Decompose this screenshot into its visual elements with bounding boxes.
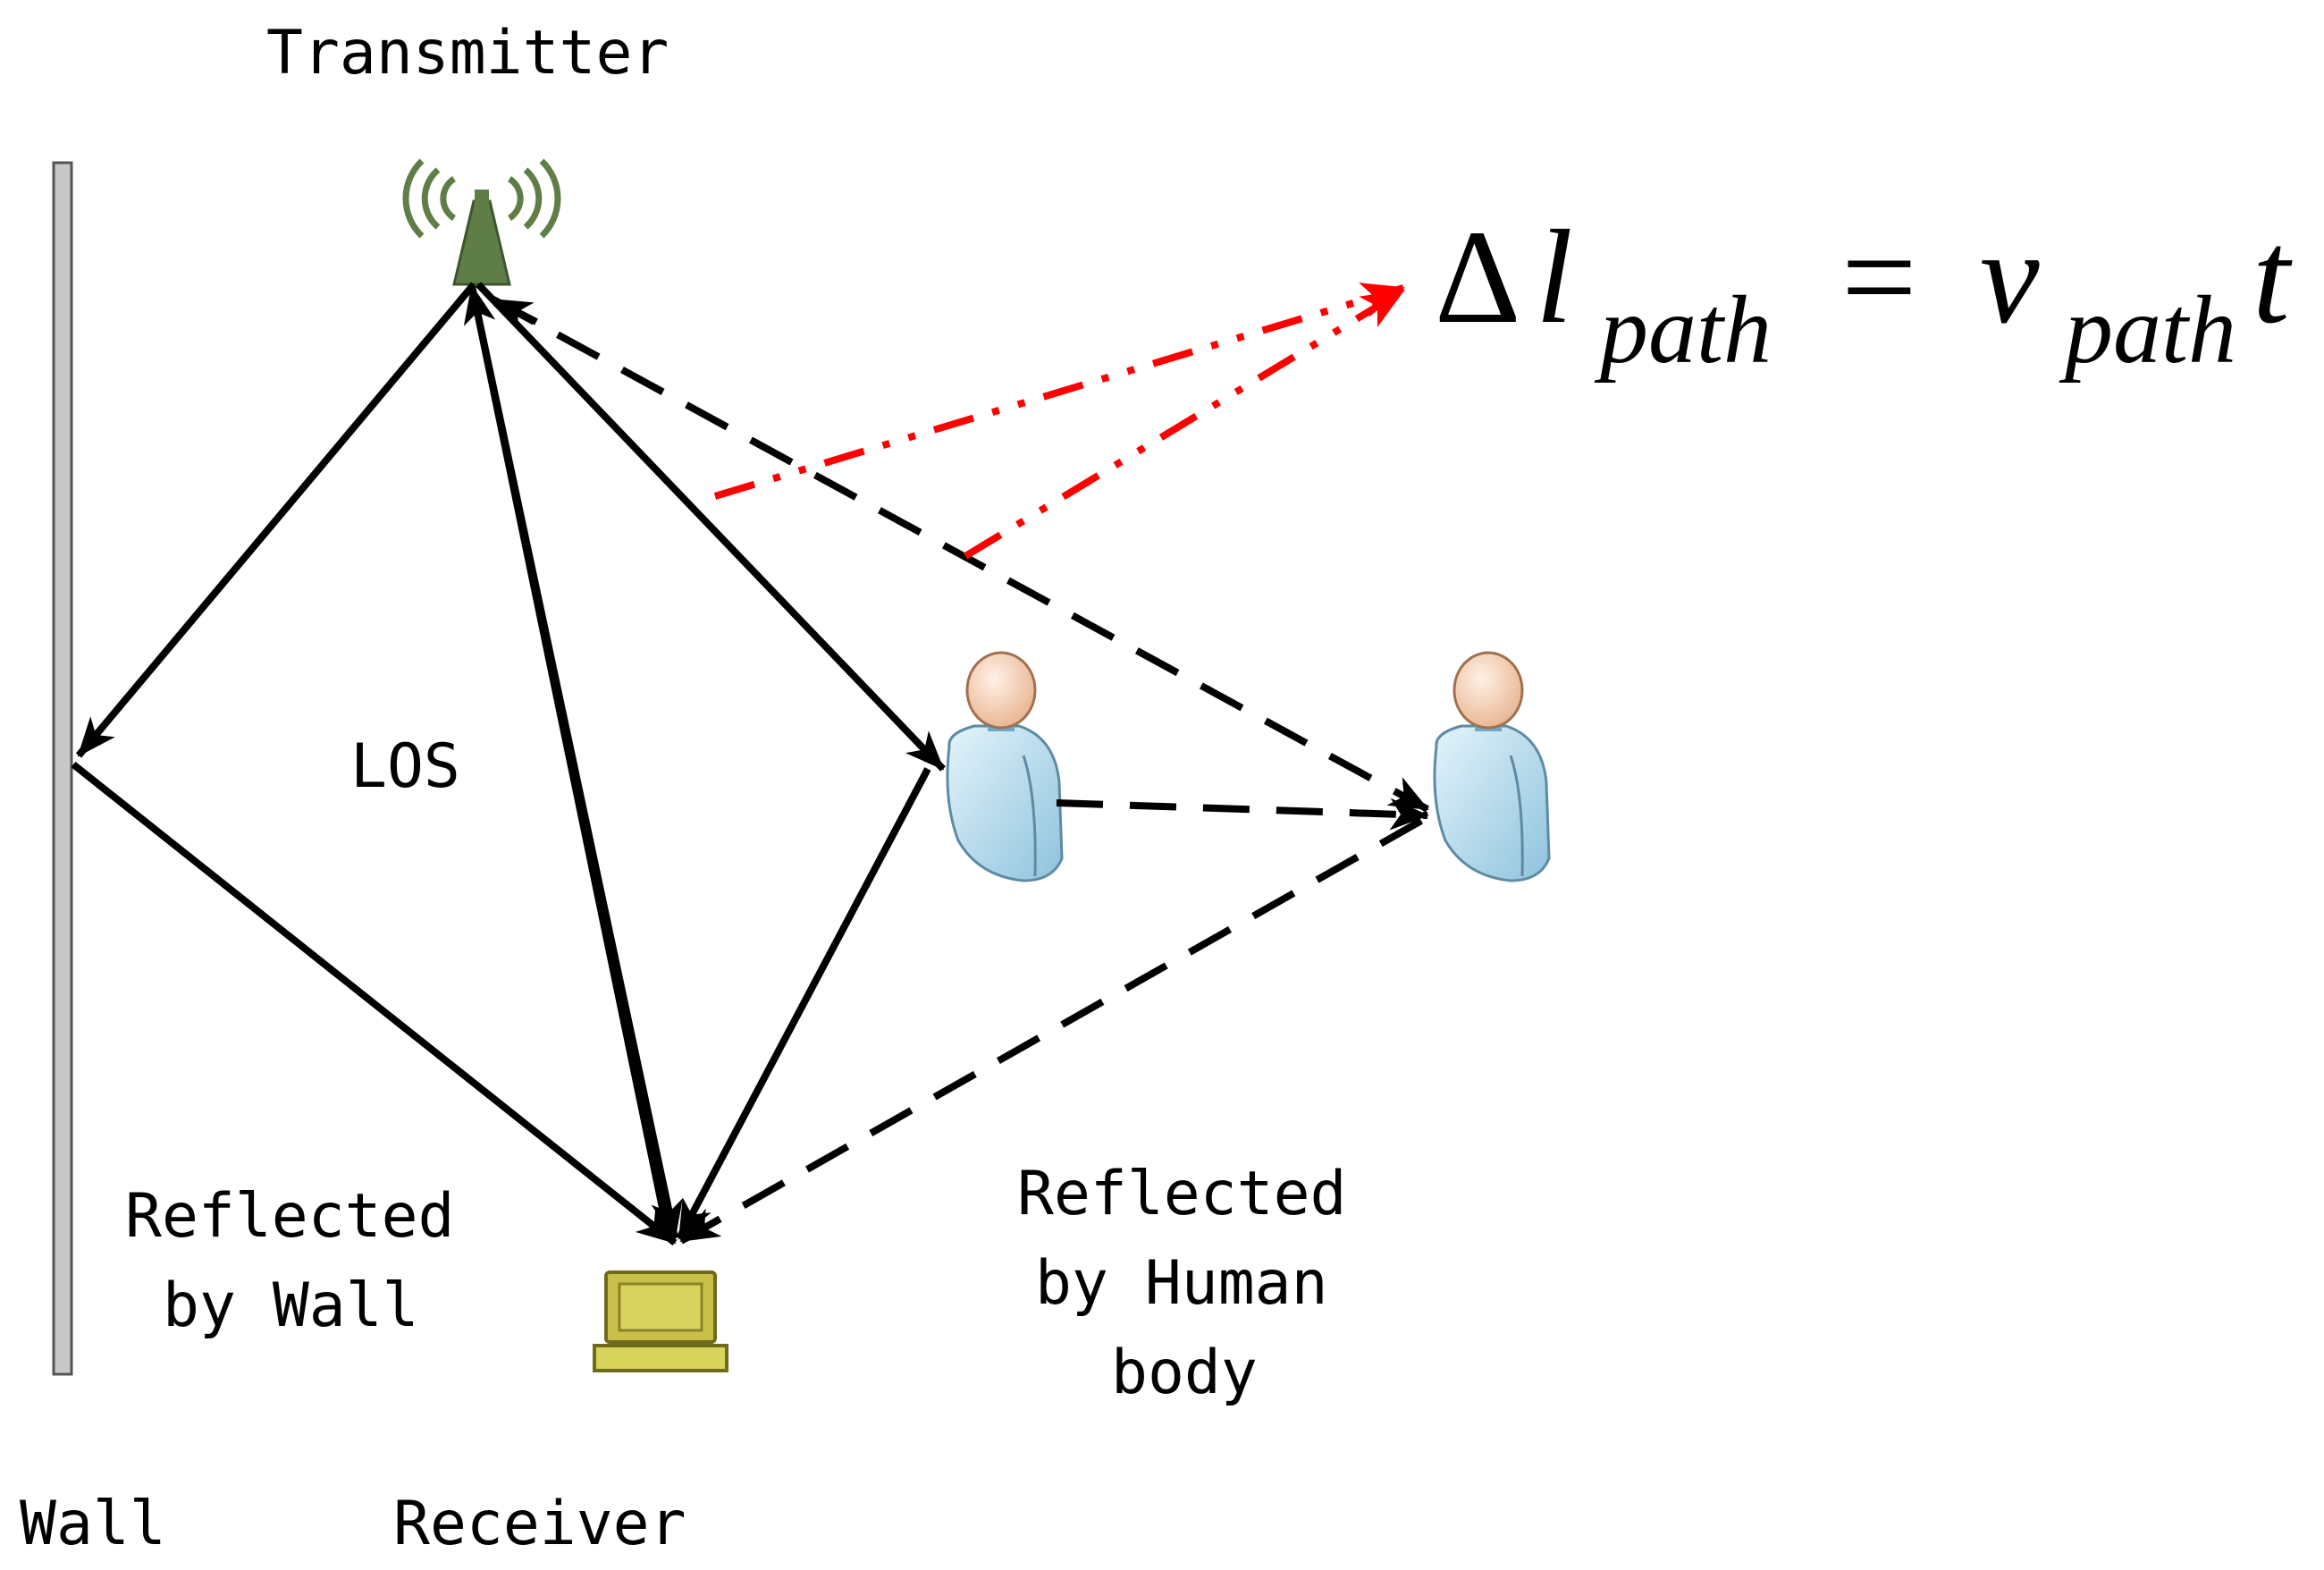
formula-delta: Δ bbox=[1435, 203, 1520, 351]
path-length-formula: Δ l path = v path t bbox=[1435, 203, 2293, 384]
reflected-human-label-line1: Reflected bbox=[1017, 1159, 1346, 1229]
path-los-reverse bbox=[470, 294, 683, 1240]
formula-l-subscript: path bbox=[1594, 277, 1772, 384]
person-icon bbox=[946, 651, 1064, 882]
los-label: LOS bbox=[350, 731, 460, 802]
reflected-human-label-line2: by Human bbox=[1035, 1248, 1328, 1319]
path-transmitter-to-person1 bbox=[476, 282, 946, 772]
transmitter-label: Transmitter bbox=[266, 18, 669, 89]
person-icon bbox=[1433, 651, 1551, 882]
reflected-wall-label-line1: Reflected bbox=[125, 1181, 454, 1252]
antenna-tower-icon bbox=[402, 158, 561, 286]
receiver-label: Receiver bbox=[393, 1489, 686, 1559]
path-transmitter-to-wall bbox=[75, 282, 477, 758]
solid-paths bbox=[71, 282, 946, 1246]
formula-l: l bbox=[1536, 203, 1573, 351]
highlight-path-2 bbox=[963, 287, 1406, 560]
path-transmitter-to-person2 bbox=[492, 296, 1429, 813]
highlight-paths bbox=[713, 283, 1406, 560]
laptop-icon bbox=[593, 1270, 728, 1372]
formula-v: v bbox=[1980, 203, 2040, 351]
path-wall-to-receiver bbox=[71, 761, 678, 1246]
wall-label: Wall bbox=[20, 1489, 166, 1559]
formula-v-subscript: path bbox=[2059, 277, 2236, 384]
path-person2-to-transmitter bbox=[492, 296, 538, 332]
highlight-path-1 bbox=[713, 283, 1405, 500]
reflected-human-label-line3: body bbox=[1111, 1338, 1258, 1408]
reflected-wall-label-line2: by Wall bbox=[163, 1270, 419, 1341]
path-person1-to-receiver bbox=[676, 767, 931, 1240]
path-person-motion bbox=[1056, 798, 1429, 831]
dashed-paths bbox=[492, 296, 1429, 1245]
formula-equals: = bbox=[1841, 203, 1917, 351]
formula-t: t bbox=[2252, 203, 2293, 351]
wall bbox=[52, 161, 73, 1376]
